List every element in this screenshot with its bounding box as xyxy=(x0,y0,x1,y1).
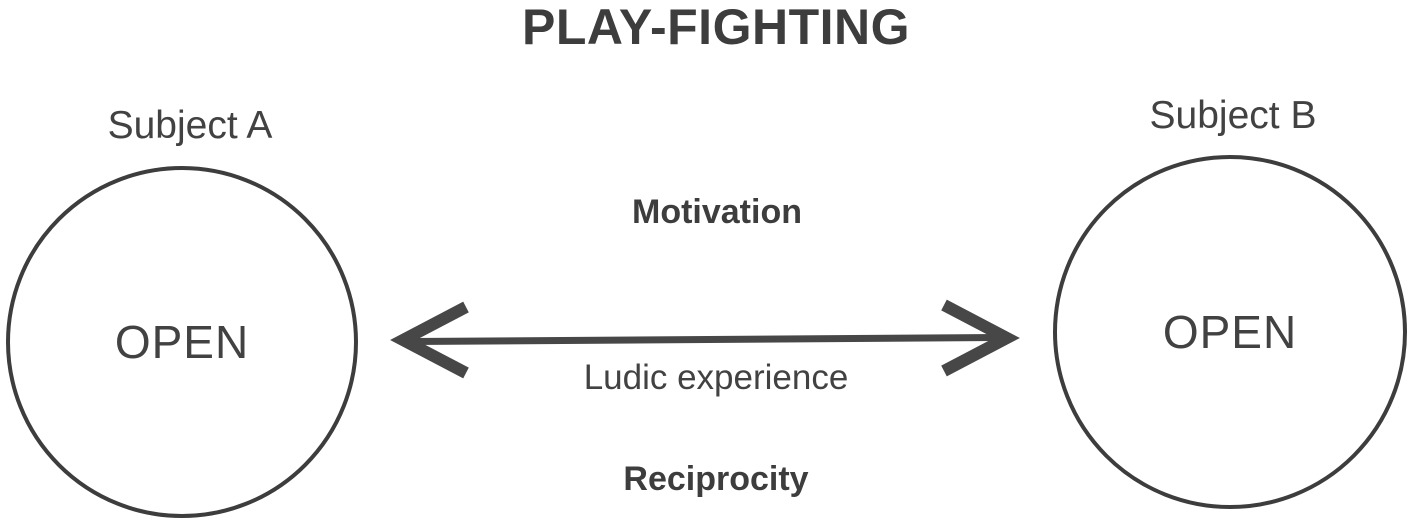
arrow-right-head-icon xyxy=(941,299,1020,377)
reciprocity-label: Reciprocity xyxy=(623,460,809,498)
arrow-left-head-icon xyxy=(390,301,469,379)
subject-b-label: Subject B xyxy=(1149,94,1317,137)
diagram-title: PLAY-FIGHTING xyxy=(521,0,911,55)
arrow-shaft xyxy=(411,334,999,345)
subject-a-label: Subject A xyxy=(107,104,273,147)
subject-b-state: OPEN xyxy=(1162,306,1298,358)
double-headed-arrow xyxy=(390,299,1020,379)
subject-b-circle: OPEN xyxy=(1053,155,1407,509)
subject-a-circle: OPEN xyxy=(6,166,358,518)
subject-a-state: OPEN xyxy=(114,316,250,368)
ludic-experience-label: Ludic experience xyxy=(583,358,849,397)
motivation-label: Motivation xyxy=(632,193,802,231)
